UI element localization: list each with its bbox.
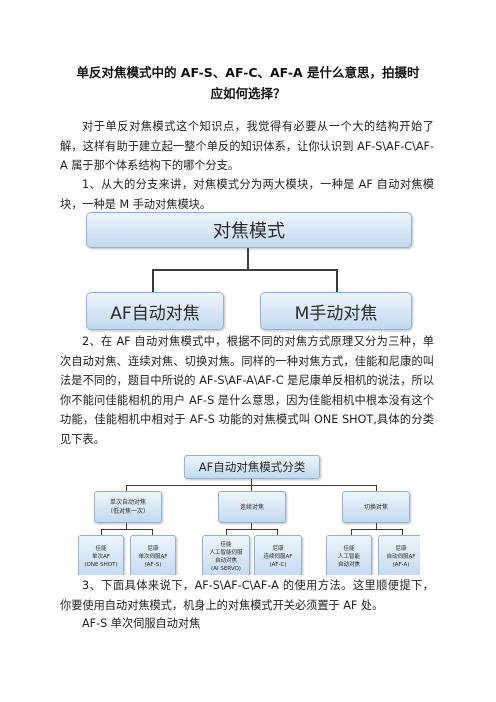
connector-line — [152, 269, 338, 271]
leaf-label: (AI SERVO) — [211, 566, 241, 572]
connector-line — [101, 529, 152, 530]
diagram2-leaf-canon-ai-focus: 佳能 人工智能 自动对焦 — [326, 535, 372, 575]
connector-line — [336, 269, 338, 292]
leaf-label: 尼康 — [395, 546, 407, 552]
connector-line — [226, 529, 277, 530]
paragraph-intro: 对于单反对焦模式这个知识点，我觉得有必要从一个大的结构开始了解，这样有助于建立起… — [60, 120, 434, 172]
leaf-label: 自动对焦 — [214, 558, 237, 564]
leaf-label: 人工智能伺服 — [209, 550, 243, 556]
paragraph-section-3: 3、下面具体来说下，AF-S\AF-C\AF-A 的使用方法。这里顺便提下，你要… — [60, 579, 434, 612]
leaf-label: 单次AF — [92, 554, 110, 560]
connector-line — [247, 248, 249, 270]
diagram2-leaf-nikon-af-s: 尼康 单次伺服AF (AF-S) — [130, 535, 176, 575]
connector-line — [376, 523, 377, 529]
diagram2-node-continuous: 连续对焦 — [218, 491, 286, 523]
leaf-label: 自动对焦 — [337, 562, 360, 568]
connector-line — [376, 485, 377, 491]
title-line-1: 单反对焦模式中的 AF-S、AF-C、AF-A 是什么意思，拍摄时 — [76, 65, 420, 80]
paragraph-af-s-heading: AF-S 单次伺服自动对焦 — [82, 617, 201, 630]
connector-line — [277, 529, 278, 535]
paragraph-section-2: 2、在 AF 自动对焦模式中，根据不同的对焦方式原理又分为三种，单次自动对焦、连… — [60, 335, 434, 446]
node-label: （低对焦一次） — [106, 508, 149, 515]
diagram-root-focus-mode: 对焦模式 — [86, 212, 412, 248]
diagram-node-af: AF自动对焦 — [86, 292, 224, 330]
connector-line — [251, 523, 252, 529]
connector-line — [251, 485, 252, 491]
leaf-label: (ONE SHOT) — [84, 562, 118, 568]
connector-line — [226, 529, 227, 535]
connector-line — [251, 479, 252, 485]
connector-line — [402, 529, 403, 535]
leaf-label: 自动伺服AF — [386, 554, 416, 560]
leaf-label: 佳能 — [343, 546, 355, 552]
connector-line — [351, 529, 352, 535]
diagram2-leaf-nikon-af-c: 尼康 连续伺服AF (AF-C) — [254, 535, 302, 575]
page-title: 单反对焦模式中的 AF-S、AF-C、AF-A 是什么意思，拍摄时 应如何选择？ — [60, 62, 436, 104]
diagram2-root: AF自动对焦模式分类 — [184, 455, 320, 479]
leaf-label: 尼康 — [272, 546, 284, 552]
connector-line — [351, 529, 402, 530]
connector-line — [152, 529, 153, 535]
connector-line — [101, 529, 102, 535]
leaf-label: 佳能 — [95, 546, 107, 552]
diagram2-node-switch: 切换对焦 — [342, 491, 410, 523]
leaf-label: 单次伺服AF — [138, 554, 168, 560]
diagram2-node-single-af: 单次自动对焦 （低对焦一次） — [94, 491, 162, 523]
leaf-label: (AF-A) — [392, 562, 410, 568]
leaf-label: (AF-C) — [269, 562, 287, 568]
diagram-node-m: M手动对焦 — [260, 292, 412, 330]
leaf-label: (AF-S) — [144, 562, 162, 568]
leaf-label: 连续伺服AF — [263, 554, 293, 560]
connector-line — [126, 523, 127, 529]
diagram2-leaf-nikon-af-a: 尼康 自动伺服AF (AF-A) — [378, 535, 420, 575]
af-mode-classification-diagram: AF自动对焦模式分类 单次自动对焦 （低对焦一次） 连续对焦 切换对焦 佳能 单… — [76, 455, 420, 575]
leaf-label: 人工智能 — [337, 554, 360, 560]
leaf-label: 尼康 — [147, 546, 159, 552]
title-line-2: 应如何选择？ — [210, 86, 286, 101]
connector-line — [152, 269, 154, 292]
node-label: 单次自动对焦 — [109, 499, 146, 506]
leaf-label: 佳能 — [220, 542, 232, 548]
paragraph-section-1: 1、从大的分支来讲，对焦模式分为两大模块，一种是 AF 自动对焦模块，一种是 M… — [60, 178, 434, 211]
focus-mode-diagram: 对焦模式 AF自动对焦 M手动对焦 — [86, 212, 412, 330]
connector-line — [126, 485, 127, 491]
diagram2-leaf-canon-ai-servo: 佳能 人工智能伺服 自动对焦 (AI SERVO) — [202, 535, 250, 575]
diagram2-leaf-canon-one-shot: 佳能 单次AF (ONE SHOT) — [78, 535, 124, 575]
